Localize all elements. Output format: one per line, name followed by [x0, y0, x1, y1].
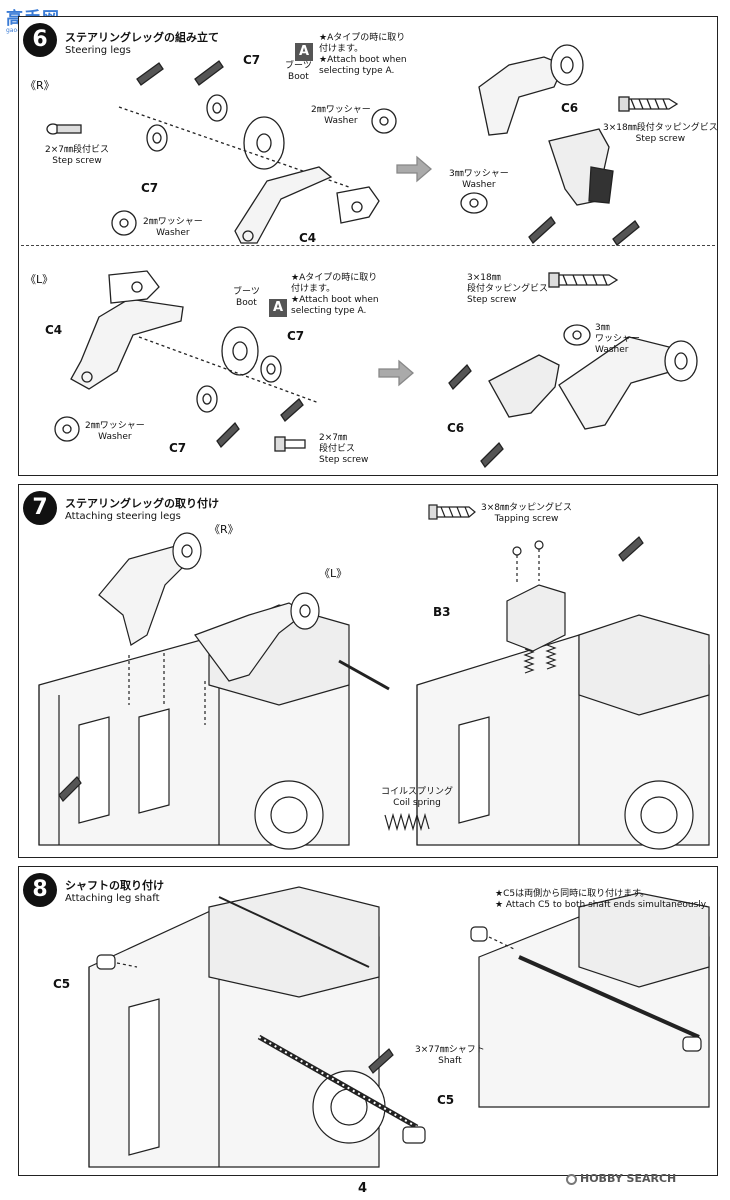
- part-label-c7: C7: [243, 53, 261, 67]
- part-label-c6: C6: [561, 101, 579, 115]
- boot-label: ブーツ Boot: [233, 287, 260, 308]
- part-label-c6: C6: [447, 421, 465, 435]
- tapping-screw-label: 3×8㎜タッピングビス Tapping screw: [481, 503, 572, 524]
- step-screw-label: 2×7㎜ 段付ビス Step screw: [319, 433, 369, 465]
- part-label-c5: C5: [53, 977, 71, 991]
- hobby-search-logo: HOBBY SEARCH: [566, 1172, 676, 1185]
- shaft-label: 3×77㎜シャフト Shaft: [415, 1045, 485, 1066]
- step-title-en: Attaching leg shaft: [65, 893, 160, 904]
- step-title-ja: シャフトの取り付け: [65, 879, 164, 892]
- step-number: 6: [23, 23, 57, 57]
- step-7-panel: 7 ステアリングレッグの取り付け Attaching steering legs…: [18, 484, 718, 858]
- type-a-badge: A: [269, 299, 287, 317]
- washer-3mm-label: 3㎜ ワッシャー Washer: [595, 323, 641, 355]
- washer-3mm-label: 3㎜ワッシャー Washer: [449, 169, 509, 190]
- part-label-c7: C7: [141, 181, 159, 195]
- washer-2mm-label: 2㎜ワッシャー Washer: [85, 421, 145, 442]
- tapping-step-screw-label: 3×18㎜ 段付タッピングビス Step screw: [467, 273, 549, 305]
- part-label-c5: C5: [437, 1093, 455, 1107]
- hobby-search-icon: [566, 1173, 577, 1185]
- step-number: 8: [23, 873, 57, 907]
- step-6-panel: 6 ステアリングレッグの組み立て Steering legs 《R》 C7 C7…: [18, 16, 718, 476]
- type-a-note: ★Aタイプの時に取り 付けます。 ★Attach boot when selec…: [291, 273, 379, 316]
- step-7-illustration: [38, 504, 710, 850]
- washer-2mm-label: 2㎜ワッシャー Washer: [311, 105, 371, 126]
- side-label-l: 《L》: [319, 567, 348, 580]
- step-number: 7: [23, 491, 57, 525]
- step-8-illustration: [88, 886, 710, 1168]
- step-title-ja: ステアリングレッグの組み立て: [65, 31, 219, 44]
- step-8-note: ★C5は両側から同時に取り付けます。 ★ Attach C5 to both s…: [495, 889, 708, 910]
- step-title-en: Steering legs: [65, 45, 131, 56]
- part-label-c7: C7: [287, 329, 305, 343]
- coil-spring-label: コイルスプリング Coil spring: [381, 787, 454, 808]
- washer-2mm-label: 2㎜ワッシャー Washer: [143, 217, 203, 238]
- side-label-r: 《R》: [209, 523, 239, 536]
- type-a-note: ★Aタイプの時に取り 付けます。 ★Attach boot when selec…: [319, 33, 407, 76]
- type-a-badge: A: [295, 43, 313, 61]
- side-label-r: 《R》: [25, 79, 55, 92]
- boot-label: ブーツ Boot: [285, 61, 312, 82]
- side-label-l: 《L》: [25, 273, 54, 286]
- part-label-c4: C4: [45, 323, 63, 337]
- step-title-en: Attaching steering legs: [65, 511, 181, 522]
- part-label-c7: C7: [169, 441, 187, 455]
- section-divider: [21, 245, 715, 246]
- step-6-illustration: [46, 44, 698, 469]
- part-label-c4: C4: [299, 231, 317, 245]
- part-label-b3: B3: [433, 605, 451, 619]
- page-number: 4: [358, 1181, 368, 1196]
- step-screw-label: 2×7㎜段付ビス Step screw: [45, 145, 109, 166]
- tapping-step-screw-label: 3×18㎜段付タッピングビス Step screw: [603, 123, 718, 144]
- step-8-panel: 8 シャフトの取り付け Attaching leg shaft ★C5は両側から…: [18, 866, 718, 1176]
- step-title-ja: ステアリングレッグの取り付け: [65, 497, 219, 510]
